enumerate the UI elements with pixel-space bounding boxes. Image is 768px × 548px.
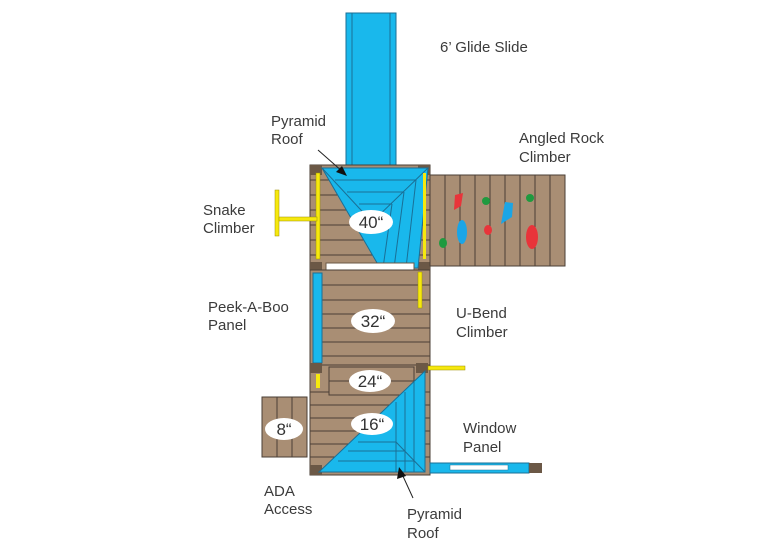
glide-slide (345, 12, 397, 167)
label-snake-climber-line2: Climber (203, 220, 255, 237)
label-glide-slide: 6’ Glide Slide (440, 39, 528, 56)
label-ada-access-line2: Access (264, 501, 312, 518)
deck-24-label: 24“ (358, 372, 383, 391)
angled-rock-climber (429, 174, 566, 267)
deck-8-label: 8“ (276, 420, 291, 439)
label-snake-climber-line1: Snake (203, 202, 246, 219)
window-panel (429, 462, 542, 474)
label-pyramid-roof-top-line2: Roof (271, 131, 304, 148)
label-pyramid-roof-top-line1: Pyramid (271, 113, 326, 130)
label-angled-rock-line2: Climber (519, 149, 571, 166)
peek-a-boo-panel (312, 272, 323, 364)
deck-32-height-badge: 32“ (351, 309, 395, 333)
climbing-rocks (439, 193, 538, 249)
snake-climber (274, 189, 318, 237)
u-bend-climber-rail (417, 271, 423, 309)
deck-16-label: 16“ (360, 415, 385, 434)
deck-32-label: 32“ (361, 312, 386, 331)
label-peek-a-boo-line1: Peek-A-Boo (208, 299, 289, 316)
label-pyramid-roof-bottom-line2: Roof (407, 525, 440, 542)
label-window-panel-line2: Panel (463, 439, 501, 456)
deck-24-height-badge: 24“ (349, 370, 391, 392)
label-peek-a-boo-line2: Panel (208, 317, 246, 334)
label-ada-access-line1: ADA (264, 483, 295, 500)
deck-40-height-badge: 40“ (349, 210, 393, 234)
deck-16-height-badge: 16“ (351, 413, 393, 435)
ada-access-step: 8“ (261, 396, 308, 458)
label-pyramid-roof-bottom-line1: Pyramid (407, 506, 462, 523)
pointer-arrow-upper-roof (317, 149, 347, 176)
deck-40-label: 40“ (359, 213, 384, 232)
label-u-bend-line1: U-Bend (456, 305, 507, 322)
deck-32-section (309, 269, 431, 366)
label-u-bend-line2: Climber (456, 324, 508, 341)
pointer-arrow-lower-roof (397, 467, 414, 499)
label-angled-rock-line1: Angled Rock (519, 130, 605, 147)
u-bend-climber-handle (427, 365, 466, 371)
label-window-panel-line1: Window (463, 420, 517, 437)
